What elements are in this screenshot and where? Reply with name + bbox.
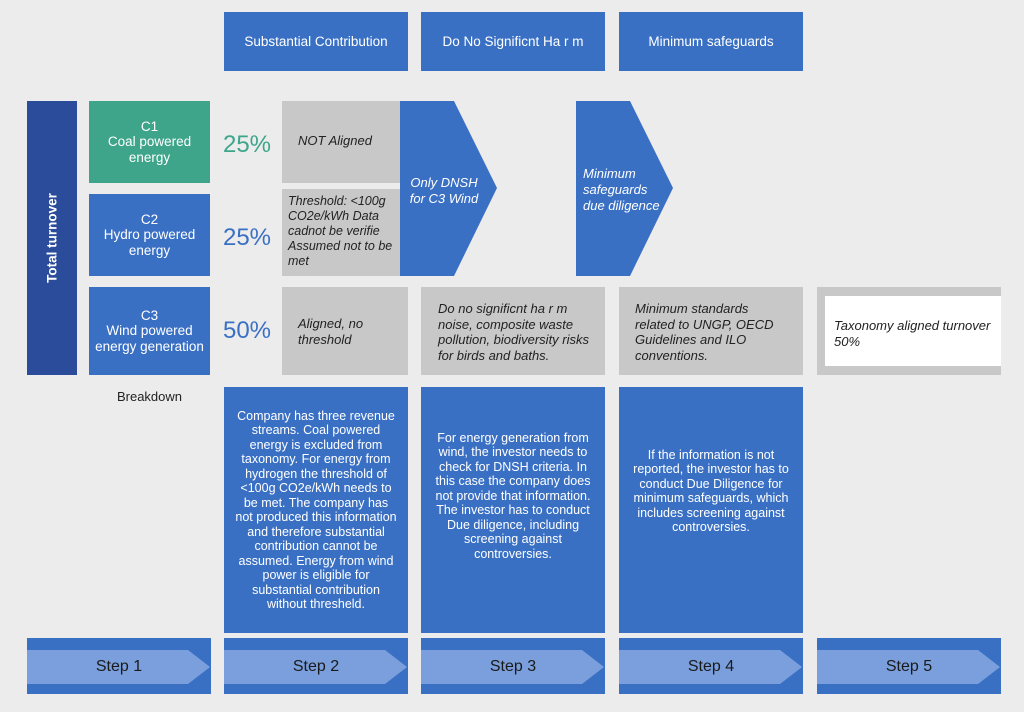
header-substantial-contribution: Substantial Contribution <box>224 12 408 71</box>
category-c1-code: C1 <box>140 118 159 134</box>
breakdown-label: Breakdown <box>116 389 183 404</box>
dnsh-box: Do no significnt ha r m noise, composite… <box>421 287 605 375</box>
category-c1: C1 Coal powered energy <box>89 101 210 183</box>
step-arrow-1 <box>27 650 210 684</box>
result-box: Taxonomy aligned turnover 50% <box>825 296 1001 366</box>
step-arrow-2 <box>224 650 407 684</box>
result-box-frame: Taxonomy aligned turnover 50% <box>817 287 1001 375</box>
pct-c3: 50% <box>222 317 272 344</box>
sc-box-c2: Threshold: <100g CO2e/kWh Data cadnot be… <box>282 189 404 276</box>
sc-box-c1: NOT Aligned <box>282 101 404 183</box>
category-c3-code: C3 <box>140 307 159 323</box>
header-minimum-safeguards: Minimum safeguards <box>619 12 803 71</box>
category-c1-name: Coal powered energy <box>107 134 192 165</box>
category-c3-name: Wind powered energy generation <box>95 323 204 354</box>
step-3-label: Step 3 <box>489 658 537 675</box>
ms-arrow-text: Minimum safeguards due diligence <box>583 166 660 213</box>
category-c3: C3 Wind powered energy generation <box>89 287 210 375</box>
total-turnover-bar: Total turnover <box>27 101 77 375</box>
step-2-label: Step 2 <box>292 658 340 675</box>
dnsh-arrow-text: Only DNSH for C3 Wind <box>409 175 479 206</box>
step-arrow-5 <box>817 650 1000 684</box>
step3-description: For energy generation from wind, the inv… <box>421 387 605 633</box>
sc-box-c3: Aligned, no threshold <box>282 287 408 375</box>
step-4-label: Step 4 <box>687 658 735 675</box>
step4-description: If the information is not reported, the … <box>619 387 803 633</box>
header-dnsh: Do No Significnt Ha r m <box>421 12 605 71</box>
category-c2-code: C2 <box>140 211 159 227</box>
step-1-label: Step 1 <box>95 658 143 675</box>
category-c2: C2 Hydro powered energy <box>89 194 210 276</box>
step-arrow-4 <box>619 650 802 684</box>
step-arrow-3 <box>421 650 604 684</box>
pct-c1: 25% <box>222 131 272 158</box>
pct-c2: 25% <box>222 224 272 251</box>
dnsh-arrow-shape <box>400 101 497 276</box>
category-c2-name: Hydro powered energy <box>103 227 196 258</box>
ms-box: Minimum standards related to UNGP, OECD … <box>619 287 803 375</box>
ms-arrow-shape <box>576 101 673 276</box>
step-5-label: Step 5 <box>885 658 933 675</box>
step2-description: Company has three revenue streams. Coal … <box>224 387 408 633</box>
